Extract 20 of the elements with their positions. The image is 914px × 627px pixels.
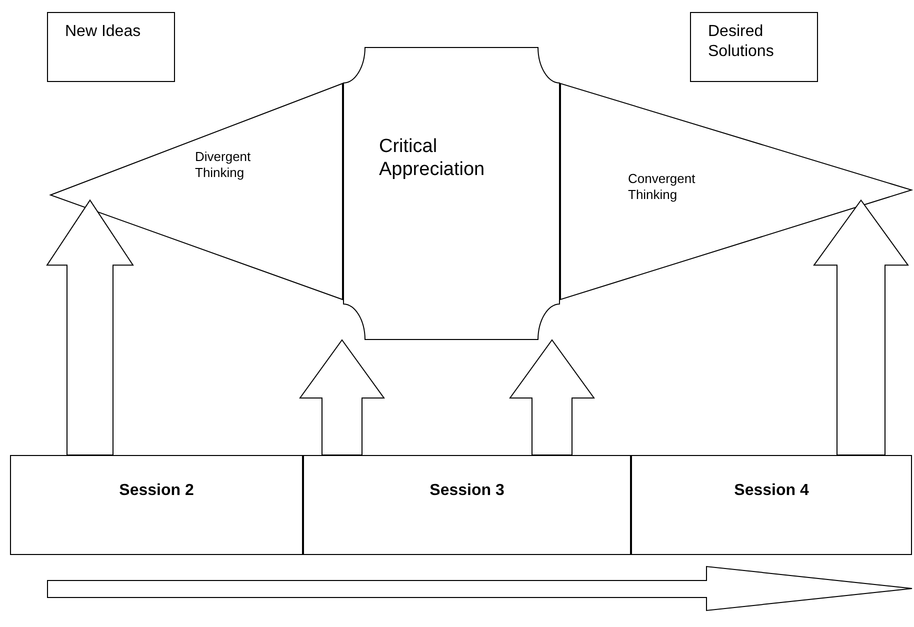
node-label: Convergent Thinking [628,171,696,203]
label-box [690,12,818,82]
block-arrow [813,199,909,456]
node-label: Session 2 [118,481,195,501]
session-cell [631,455,912,555]
label-box [47,12,175,82]
block-arrow [299,339,385,456]
divergent-triangle [50,83,343,300]
block-arrow [509,339,595,456]
node-label: Critical Appreciation [379,135,486,181]
node-label: Session 4 [733,481,810,501]
node-label: New Ideas [65,22,141,42]
block-arrow [46,199,134,456]
notched-panel [343,47,560,340]
node-label: Divergent Thinking [195,149,252,181]
node-label: Session 3 [428,481,506,501]
convergent-triangle [560,83,912,300]
session-cell [10,455,303,555]
node-label: Desired Solutions [708,22,775,62]
session-cell [303,455,631,555]
